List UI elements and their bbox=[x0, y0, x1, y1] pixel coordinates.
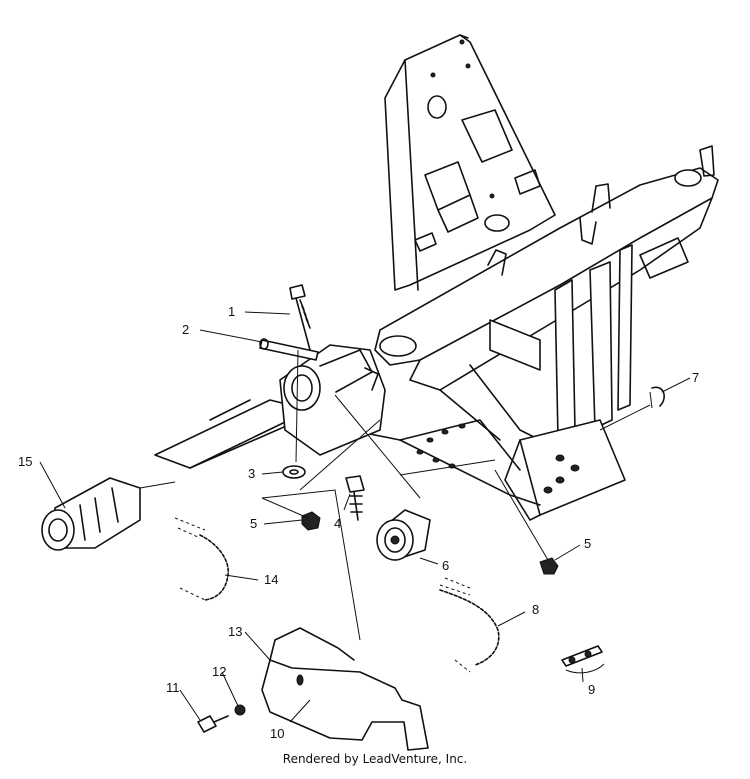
callout-5-right: 5 bbox=[584, 536, 591, 551]
callout-3: 3 bbox=[248, 466, 255, 481]
callout-5-left: 5 bbox=[250, 516, 257, 531]
part-12-washer bbox=[234, 704, 246, 716]
callout-15: 15 bbox=[18, 454, 32, 469]
part-5-nut-left bbox=[301, 511, 321, 531]
part-14-chain bbox=[174, 517, 229, 601]
pivot-housing bbox=[279, 344, 386, 456]
part-10-chain-guard bbox=[261, 627, 429, 751]
part-3-washer bbox=[282, 465, 306, 479]
frame-legs bbox=[439, 244, 633, 441]
callout-10: 10 bbox=[270, 726, 284, 741]
leader-lines bbox=[39, 311, 691, 723]
rear-box-bracket bbox=[504, 419, 626, 521]
callout-13: 13 bbox=[228, 624, 242, 639]
callout-9: 9 bbox=[588, 682, 595, 697]
callout-14: 14 bbox=[264, 572, 278, 587]
footer-credit: Rendered by LeadVenture, Inc. bbox=[282, 752, 468, 766]
part-5-nut-right bbox=[539, 557, 559, 575]
callout-labels: 1 2 3 4 5 5 6 7 8 9 10 11 12 13 14 15 bbox=[18, 304, 699, 741]
frame-upright-plate bbox=[384, 34, 556, 291]
part-9-connecting-link bbox=[561, 645, 605, 674]
part-4-bolt bbox=[345, 475, 365, 521]
callout-8: 8 bbox=[532, 602, 539, 617]
callout-12: 12 bbox=[212, 664, 226, 679]
callout-6: 6 bbox=[442, 558, 449, 573]
callout-11: 11 bbox=[166, 680, 180, 695]
callout-1: 1 bbox=[228, 304, 235, 319]
part-11-screw bbox=[197, 715, 229, 733]
part-1-bolt bbox=[289, 284, 311, 351]
part-6-roller bbox=[376, 509, 431, 561]
callout-4: 4 bbox=[334, 516, 341, 531]
part-15-sprocket-drum bbox=[41, 477, 141, 551]
callout-2: 2 bbox=[182, 322, 189, 337]
callout-7: 7 bbox=[692, 370, 699, 385]
part-2-pin bbox=[259, 338, 319, 361]
part-7-clip bbox=[649, 386, 665, 409]
lower-frame-arm bbox=[154, 399, 541, 506]
assembly-lines bbox=[139, 349, 651, 641]
part-8-chain bbox=[439, 577, 500, 673]
